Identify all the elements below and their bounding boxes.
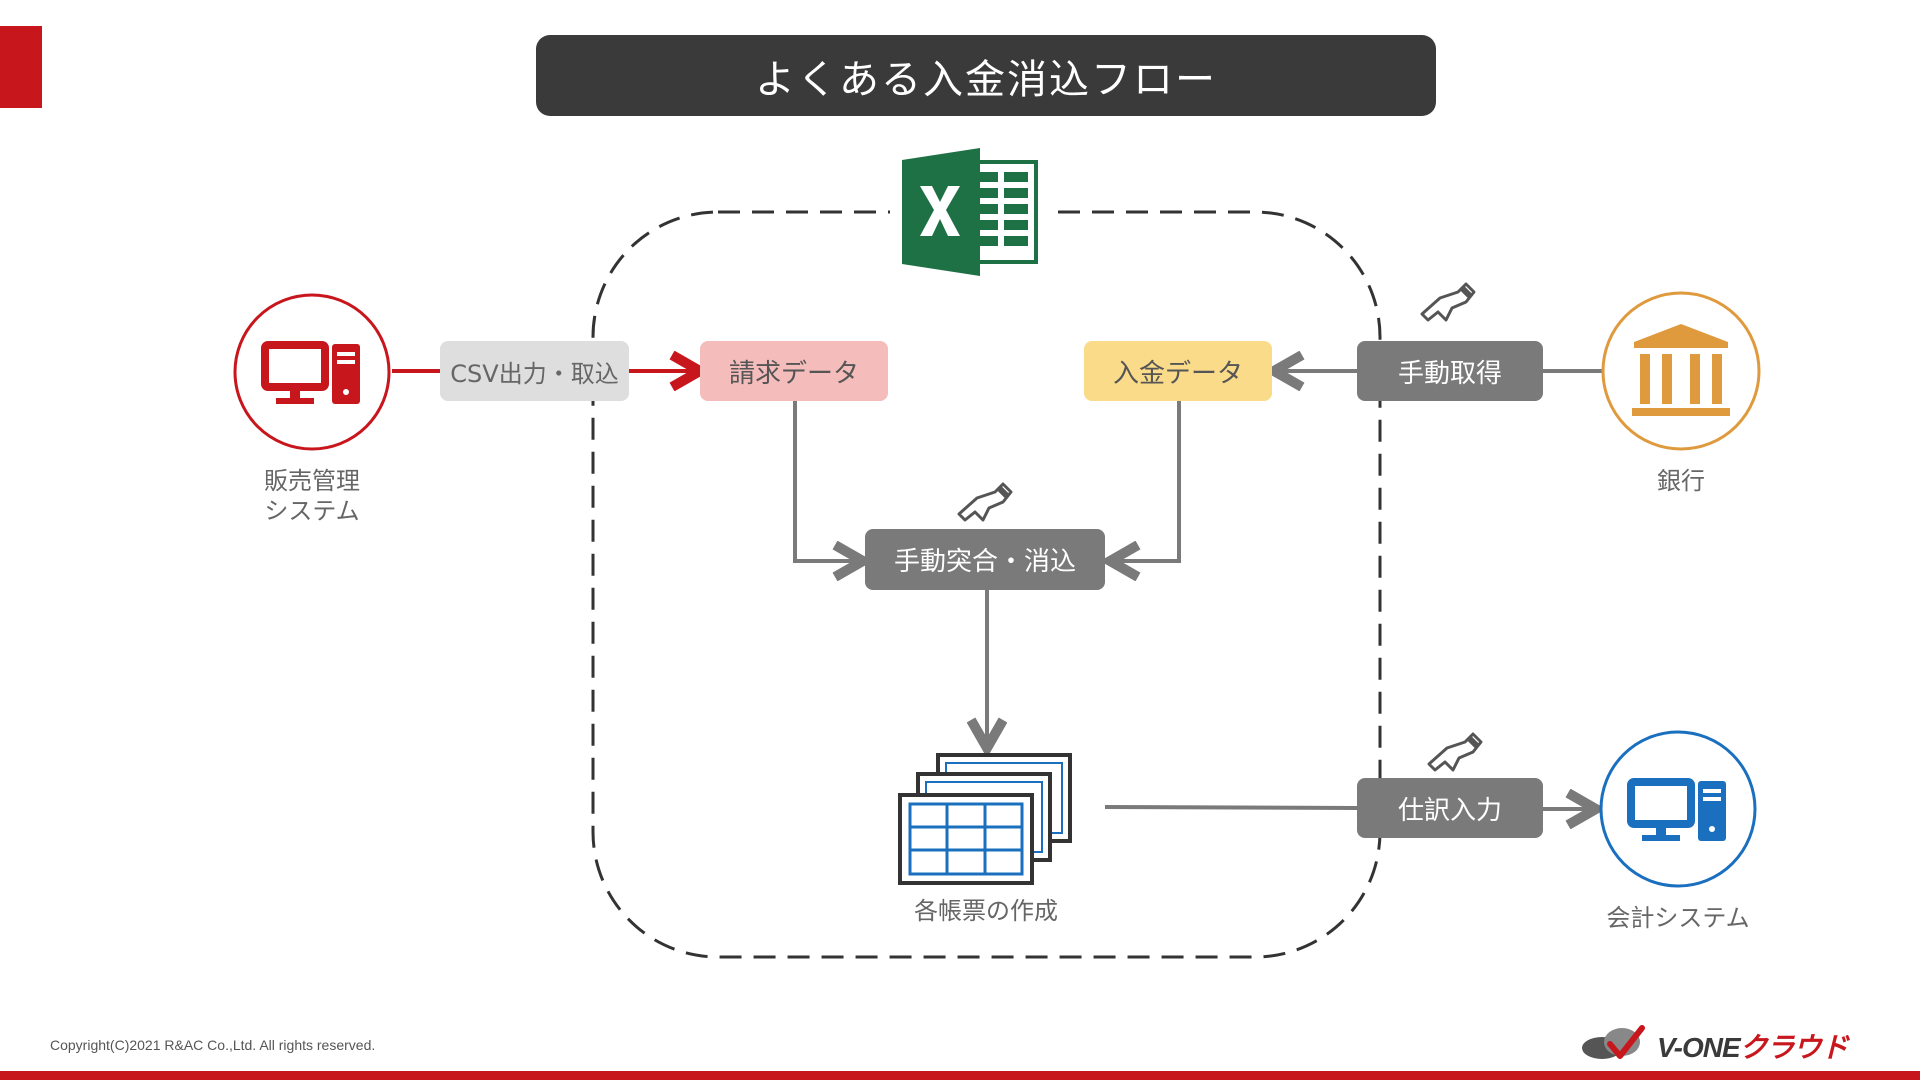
hand-icon <box>1425 730 1485 780</box>
manual-match-box: 手動突合・消込 <box>865 529 1105 590</box>
spreadsheet-stack-icon <box>898 752 1073 891</box>
invoice-data-box: 請求データ <box>700 341 888 401</box>
payment-data-box: 入金データ <box>1084 341 1272 401</box>
connector-reports-to-journal <box>1104 805 1358 810</box>
connector-payment-to-match <box>1114 401 1181 561</box>
reports-label: 各帳票の作成 <box>914 897 1058 925</box>
connector-invoice-to-match <box>793 401 859 561</box>
sales-system-node <box>232 292 392 456</box>
csv-export-import-box: CSV出力・取込 <box>440 341 629 401</box>
copyright-text: Copyright(C)2021 R&AC Co.,Ltd. All right… <box>50 1037 376 1053</box>
hand-icon <box>955 480 1015 530</box>
hand-icon <box>1418 280 1478 330</box>
corner-accent <box>0 26 42 108</box>
bank-label: 銀行 <box>1657 467 1705 495</box>
sales-system-label: 販売管理 システム <box>264 467 360 525</box>
journal-entry-box: 仕訳入力 <box>1357 778 1543 838</box>
excel-icon <box>900 146 1040 282</box>
accounting-system-label: 会計システム <box>1606 904 1750 932</box>
bottom-band <box>0 1071 1920 1080</box>
accounting-system-node <box>1598 729 1758 893</box>
page-title: よくある入金消込フロー <box>536 35 1436 116</box>
bank-node <box>1600 290 1762 456</box>
manual-fetch-box: 手動取得 <box>1357 341 1543 401</box>
computer-icon <box>1599 730 1757 888</box>
brand-wordmark: V-ONEクラウド <box>1657 1032 1849 1063</box>
brand-logo <box>1580 1022 1860 1062</box>
computer-icon <box>233 293 391 451</box>
bank-icon <box>1601 291 1761 451</box>
vone-logo-icon <box>1582 1025 1645 1059</box>
